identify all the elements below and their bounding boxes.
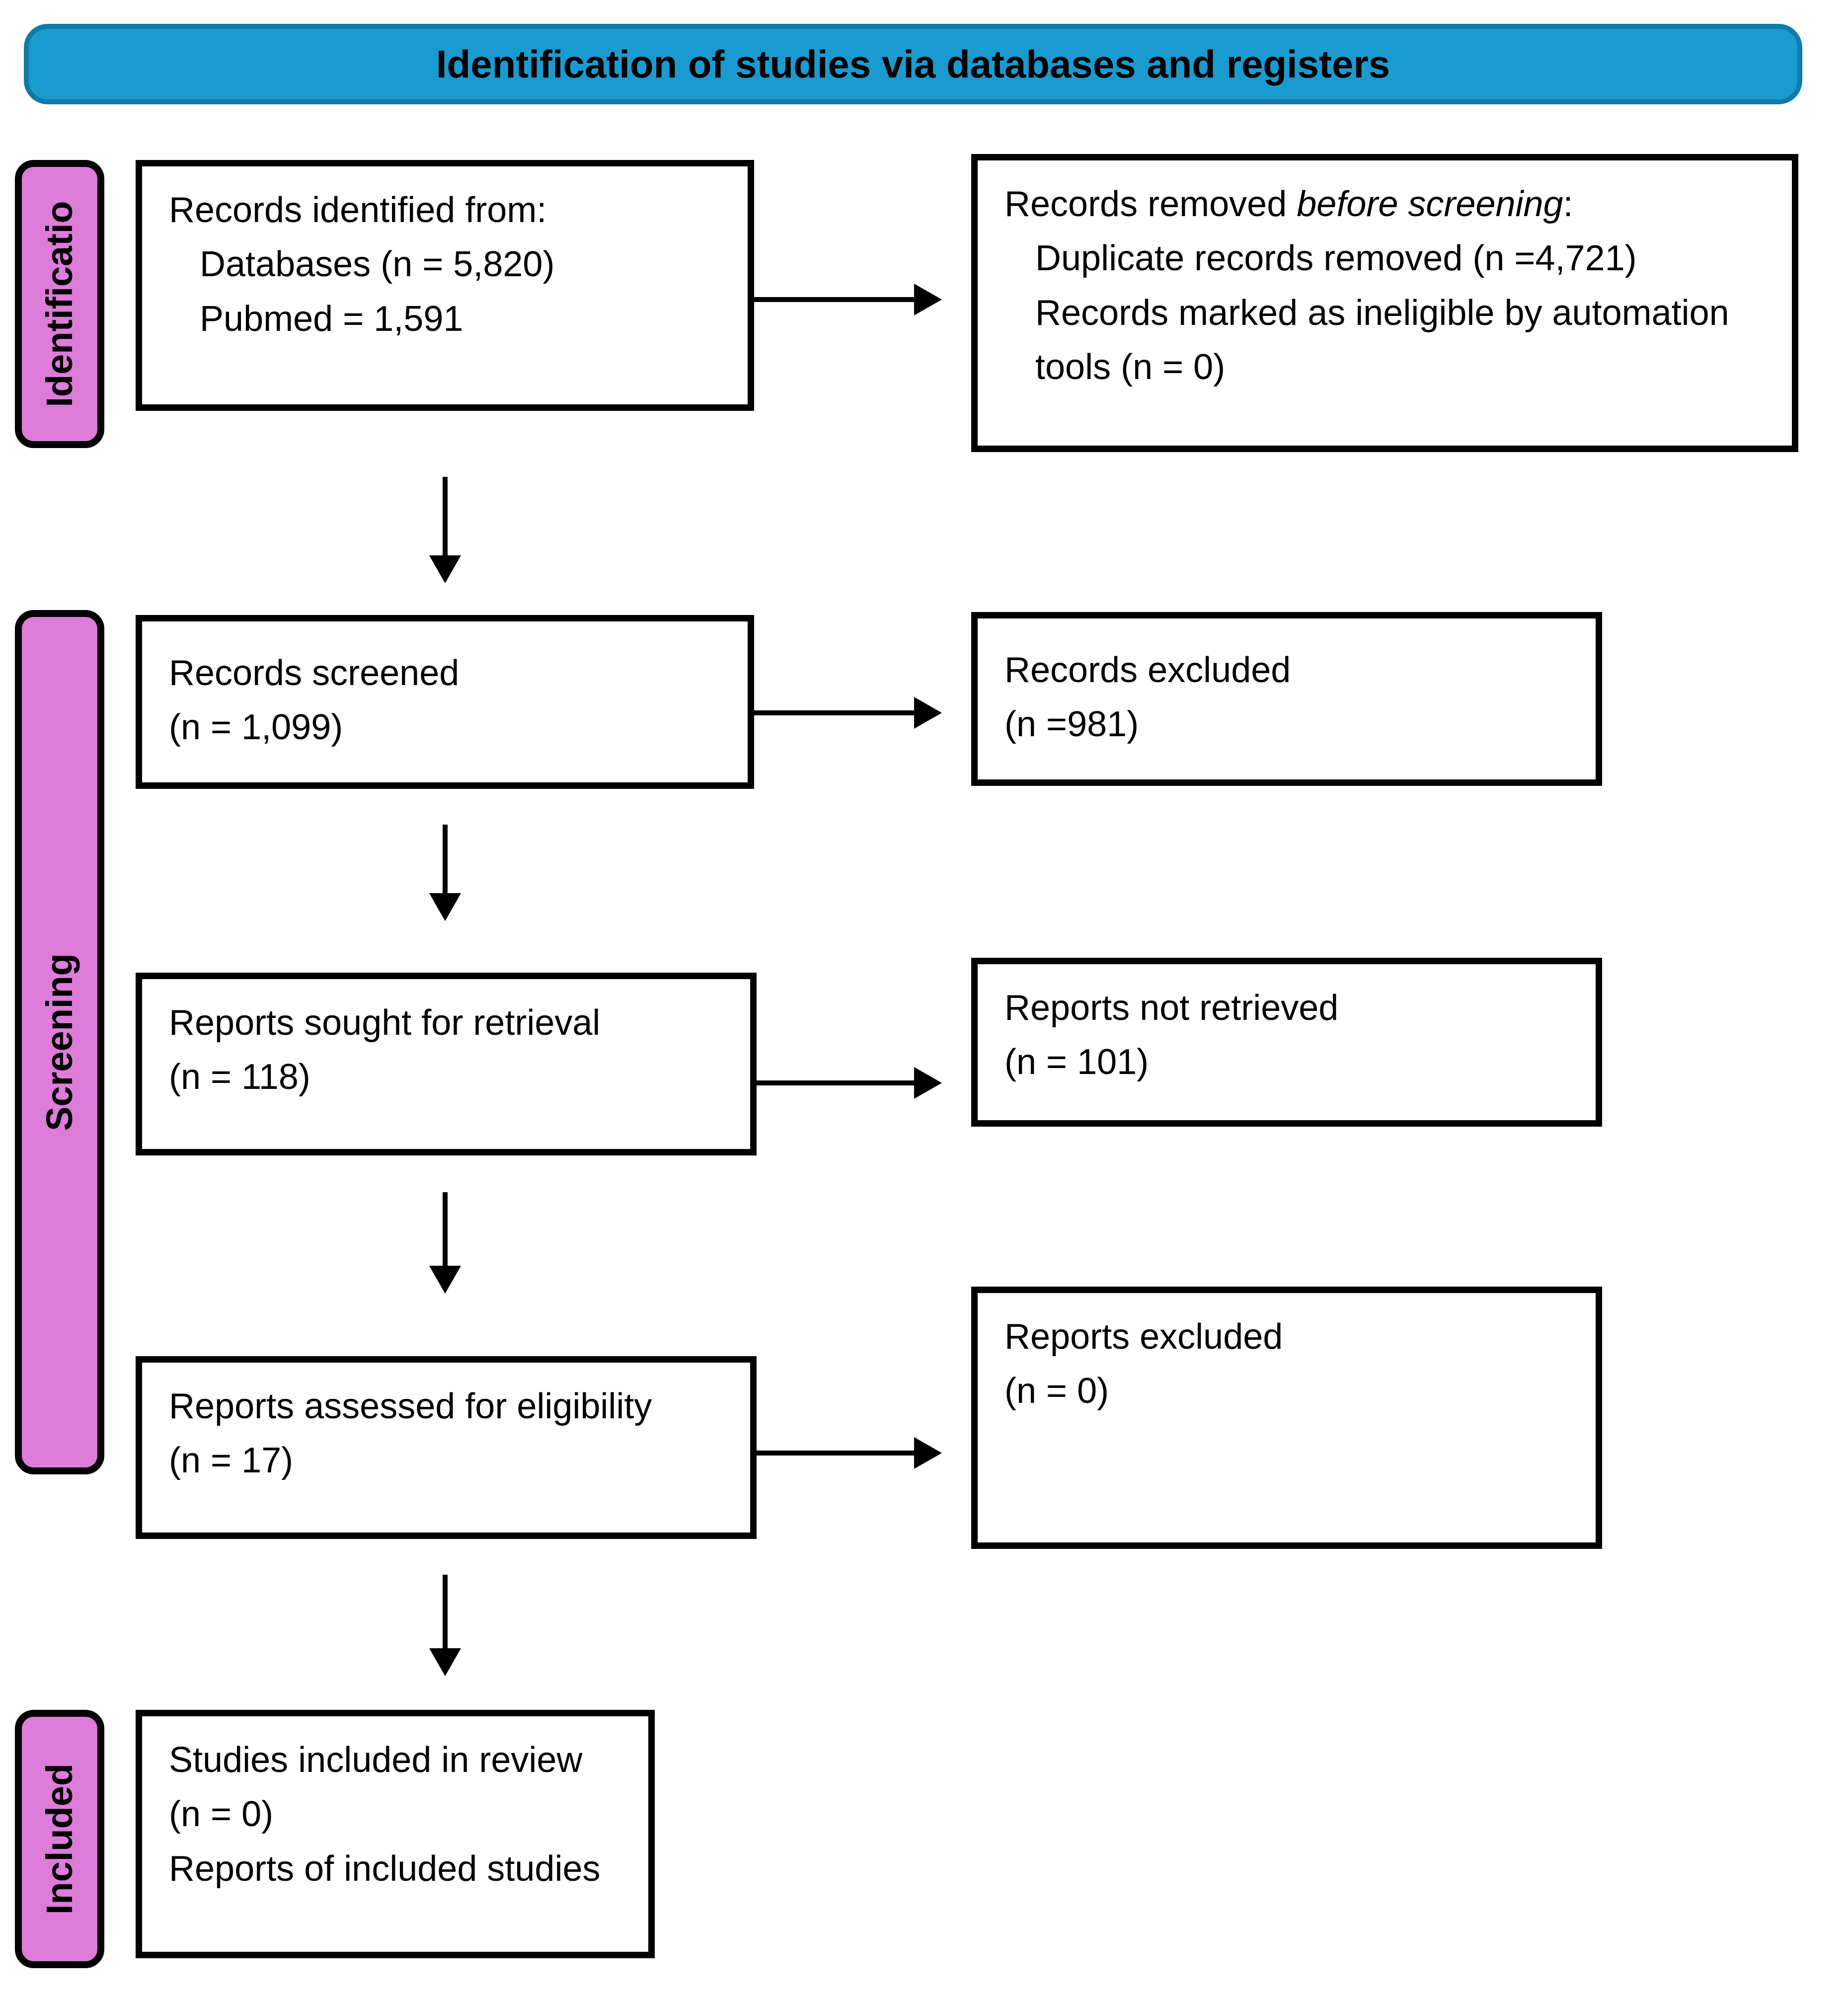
diagram-header-banner: Identification of studies via databases … bbox=[24, 24, 1802, 104]
page-title: Identification of studies via databases … bbox=[436, 42, 1390, 86]
arrow-shaft bbox=[757, 1451, 918, 1456]
reports-assessed-title: Reports assessed for eligibility bbox=[169, 1386, 652, 1426]
records-removed-automation: Records marked as ineligible by automati… bbox=[1035, 293, 1729, 387]
records-screened-title: Records screened bbox=[169, 653, 460, 693]
arrow-shaft bbox=[443, 477, 448, 561]
arrow-shaft bbox=[757, 1080, 918, 1085]
arrow-head bbox=[914, 1437, 942, 1469]
reports-not-retrieved-title: Reports not retrieved bbox=[1004, 988, 1339, 1028]
studies-included-reports: Reports of included studies bbox=[169, 1848, 601, 1889]
arrow-head bbox=[914, 284, 942, 315]
box-reports-not-retrieved: Reports not retrieved (n = 101) bbox=[971, 958, 1602, 1127]
arrow-shaft bbox=[443, 1192, 448, 1272]
reports-excluded-count: (n = 0) bbox=[1004, 1371, 1109, 1411]
records-removed-duplicates: Duplicate records removed (n =4,721) bbox=[1035, 238, 1637, 279]
phase-label-identification: Identificatio bbox=[39, 201, 80, 407]
arrow-head bbox=[914, 697, 942, 729]
arrow-head bbox=[429, 893, 461, 921]
reports-not-retrieved-count: (n = 101) bbox=[1004, 1042, 1149, 1082]
records-excluded-count: (n =981) bbox=[1004, 704, 1139, 745]
box-records-removed: Records removed before screening: Duplic… bbox=[971, 154, 1798, 452]
phase-band-screening: Screening bbox=[15, 610, 104, 1474]
arrow-head bbox=[429, 555, 461, 583]
studies-included-title: Studies included in review bbox=[169, 1740, 583, 1780]
phase-label-included: Included bbox=[39, 1763, 80, 1915]
records-identified-pubmed: Pubmed = 1,591 bbox=[200, 299, 463, 339]
records-identified-title: Records identified from: bbox=[169, 190, 547, 230]
box-studies-included: Studies included in review (n = 0) Repor… bbox=[136, 1710, 655, 1958]
records-removed-title-suffix: : bbox=[1563, 184, 1573, 224]
phase-label-screening: Screening bbox=[39, 953, 80, 1131]
box-records-identified: Records identified from: Databases (n = … bbox=[136, 160, 754, 411]
arrow-shaft bbox=[754, 297, 918, 302]
records-removed-title-italic: before screening bbox=[1297, 184, 1563, 224]
box-reports-sought: Reports sought for retrieval (n = 118) bbox=[136, 973, 757, 1155]
reports-sought-title: Reports sought for retrieval bbox=[169, 1003, 601, 1043]
records-removed-title-prefix: Records removed bbox=[1004, 184, 1297, 224]
reports-excluded-title: Reports excluded bbox=[1004, 1317, 1283, 1357]
arrow-head bbox=[429, 1266, 461, 1294]
records-excluded-title: Records excluded bbox=[1004, 650, 1291, 690]
records-removed-title: Records removed before screening: bbox=[1004, 177, 1775, 231]
reports-assessed-count: (n = 17) bbox=[169, 1441, 294, 1481]
records-identified-databases: Databases (n = 5,820) bbox=[200, 244, 555, 285]
box-records-screened: Records screened (n = 1,099) bbox=[136, 615, 754, 789]
reports-sought-count: (n = 118) bbox=[169, 1057, 310, 1097]
box-reports-excluded: Reports excluded (n = 0) bbox=[971, 1287, 1602, 1549]
arrow-head bbox=[429, 1648, 461, 1676]
arrow-shaft bbox=[754, 710, 918, 715]
box-reports-assessed: Reports assessed for eligibility (n = 17… bbox=[136, 1356, 757, 1539]
arrow-shaft bbox=[443, 825, 448, 899]
studies-included-count: (n = 0) bbox=[169, 1794, 274, 1835]
arrow-head bbox=[914, 1067, 942, 1099]
phase-band-identification: Identificatio bbox=[15, 160, 104, 448]
phase-band-included: Included bbox=[15, 1710, 104, 1968]
arrow-shaft bbox=[443, 1575, 448, 1654]
records-screened-count: (n = 1,099) bbox=[169, 707, 343, 748]
box-records-excluded: Records excluded (n =981) bbox=[971, 612, 1602, 786]
